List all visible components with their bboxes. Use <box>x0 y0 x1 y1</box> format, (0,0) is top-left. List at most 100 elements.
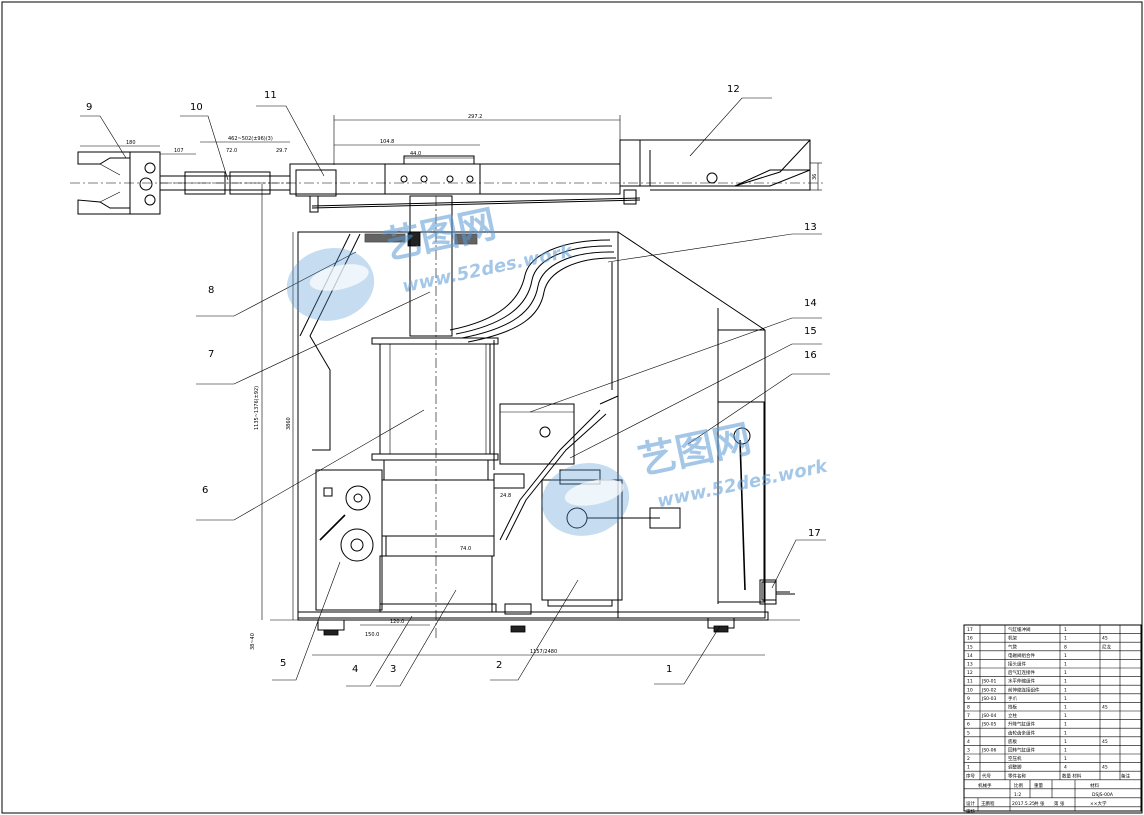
dim-mid-a: 24.8 <box>500 493 511 499</box>
parts-header-mat: 备注 <box>1121 772 1130 779</box>
air-compressor <box>541 469 681 607</box>
parts-row-no: 17 <box>967 627 973 633</box>
part-label-12: 12 <box>727 84 740 95</box>
parts-row-name: 调整脚 <box>1008 764 1022 771</box>
parts-row-no: 16 <box>967 636 973 642</box>
watermark-mid: 艺图网 www.52des.work <box>541 416 830 536</box>
parts-row-mat: 尼龙 <box>1102 643 1111 650</box>
parts-row-no: 6 <box>967 722 970 728</box>
dim-vert-left: 1135~1376(±92) <box>254 386 260 430</box>
parts-row-qty: 4 <box>1064 765 1067 771</box>
dim-left-d: 29.7 <box>276 148 287 154</box>
parts-row-code: JS0-06 <box>981 748 997 754</box>
parts-row-qty: 1 <box>1064 653 1067 659</box>
dim-base-height: 38~40 <box>250 633 256 650</box>
part-label-11: 11 <box>264 90 277 101</box>
dim-inner: 104.8 <box>380 139 394 145</box>
parts-row-qty: 1 <box>1064 713 1067 719</box>
part-label-9: 9 <box>86 102 92 113</box>
parts-row-name: 升降气缸组件 <box>1008 721 1035 728</box>
parts-header-code: 代号 <box>982 772 991 779</box>
parts-row-no: 5 <box>967 730 970 736</box>
parts-row-no: 15 <box>967 644 973 650</box>
parts-header-qty: 数量 材料 <box>1062 772 1082 779</box>
parts-row-no: 10 <box>967 687 973 693</box>
designer-label: 设计 <box>966 800 975 807</box>
parts-row-qty: 1 <box>1064 687 1067 693</box>
parts-row-mat: 45 <box>1102 705 1108 711</box>
dim-mid-b: 74.0 <box>460 546 471 552</box>
dim-base-a: 120.0 <box>390 619 404 625</box>
dim-base-b: 150.0 <box>365 632 379 638</box>
watermark-brand: 艺图网 <box>379 201 500 268</box>
parts-row-code: JS0-05 <box>981 722 997 728</box>
dim-left-c: 72.0 <box>226 148 237 154</box>
material-label: 材料 <box>1090 782 1099 789</box>
parts-row-mat: 45 <box>1102 739 1108 745</box>
parts-row-no: 11 <box>967 679 973 685</box>
parts-row-no: 13 <box>967 662 973 668</box>
parts-row-qty: 1 <box>1064 627 1067 633</box>
parts-row-name: 气管 <box>1008 643 1017 650</box>
parts-header-name: 零件名称 <box>1008 772 1026 779</box>
parts-row-no: 9 <box>967 696 970 702</box>
sheet-number: 第 张 <box>1054 800 1065 807</box>
parts-row-name: 立柱 <box>1008 712 1017 719</box>
part-label-7: 7 <box>208 349 214 360</box>
parts-row-qty: 8 <box>1064 644 1067 650</box>
part-label-8: 8 <box>208 285 214 296</box>
scale-label: 比例 <box>1014 782 1023 789</box>
parts-row-qty: 1 <box>1064 756 1067 762</box>
parts-row-code: JS0-04 <box>981 713 997 719</box>
parts-row-qty: 1 <box>1064 679 1067 685</box>
parts-row-qty: 1 <box>1064 748 1067 754</box>
parts-row-name: 电磁阀组合件 <box>1008 652 1035 659</box>
parts-row-code: JS0-01 <box>981 679 997 685</box>
parts-row-mat: 45 <box>1102 765 1108 771</box>
parts-row-qty: 1 <box>1064 730 1067 736</box>
parts-row-name: 手爪 <box>1008 695 1017 702</box>
parts-row-no: 12 <box>967 670 973 676</box>
part-label-6: 6 <box>202 485 208 496</box>
parts-row-name: 空压机 <box>1008 755 1022 762</box>
part-label-3: 3 <box>390 664 396 675</box>
drawing-number: DSJS-00A <box>1092 792 1114 798</box>
part-label-4: 4 <box>352 664 358 675</box>
parts-row-no: 4 <box>967 739 970 745</box>
weight-label: 重量 <box>1034 782 1043 789</box>
part-label-10: 10 <box>190 102 203 113</box>
dim-side: 36 <box>812 174 818 180</box>
parts-row-name: 前伸缩连接组件 <box>1008 686 1040 693</box>
valve-17 <box>761 581 795 601</box>
parts-row-no: 7 <box>967 713 970 719</box>
part-label-14: 14 <box>804 298 817 309</box>
part-label-1: 1 <box>666 664 672 675</box>
parts-row-qty: 1 <box>1064 662 1067 668</box>
scale-value: 1:2 <box>1014 792 1021 798</box>
leaders: 9 10 11 12 13 8 7 14 15 16 6 17 <box>80 84 830 687</box>
sheet-total: 共 张 <box>1034 800 1045 807</box>
part-label-2: 2 <box>496 660 502 671</box>
parts-row-no: 2 <box>967 756 970 762</box>
parts-row-name: 气缸缓冲阀 <box>1008 626 1031 633</box>
parts-row-no: 8 <box>967 705 970 711</box>
air-hoses <box>449 239 619 541</box>
solenoid-valve <box>493 403 575 489</box>
school-name: ××大学 <box>1090 800 1107 807</box>
parts-row-name: 底板 <box>1008 738 1017 745</box>
rotary-cylinder <box>379 555 497 613</box>
parts-row-qty: 1 <box>1064 696 1067 702</box>
dim-top: 297.2 <box>468 114 482 120</box>
part-label-5: 5 <box>280 658 286 669</box>
design-date: 2017.5.25 <box>1012 801 1035 807</box>
parts-row-mat: 45 <box>1102 636 1108 642</box>
horizontal-arm <box>70 139 825 215</box>
part-label-16: 16 <box>804 350 817 361</box>
parts-row-code: JS0-02 <box>981 687 997 693</box>
parts-row-name: 齿轮齿条组件 <box>1008 729 1035 736</box>
dim-vert-mid: 3860 <box>286 417 292 430</box>
parts-row-qty: 1 <box>1064 705 1067 711</box>
